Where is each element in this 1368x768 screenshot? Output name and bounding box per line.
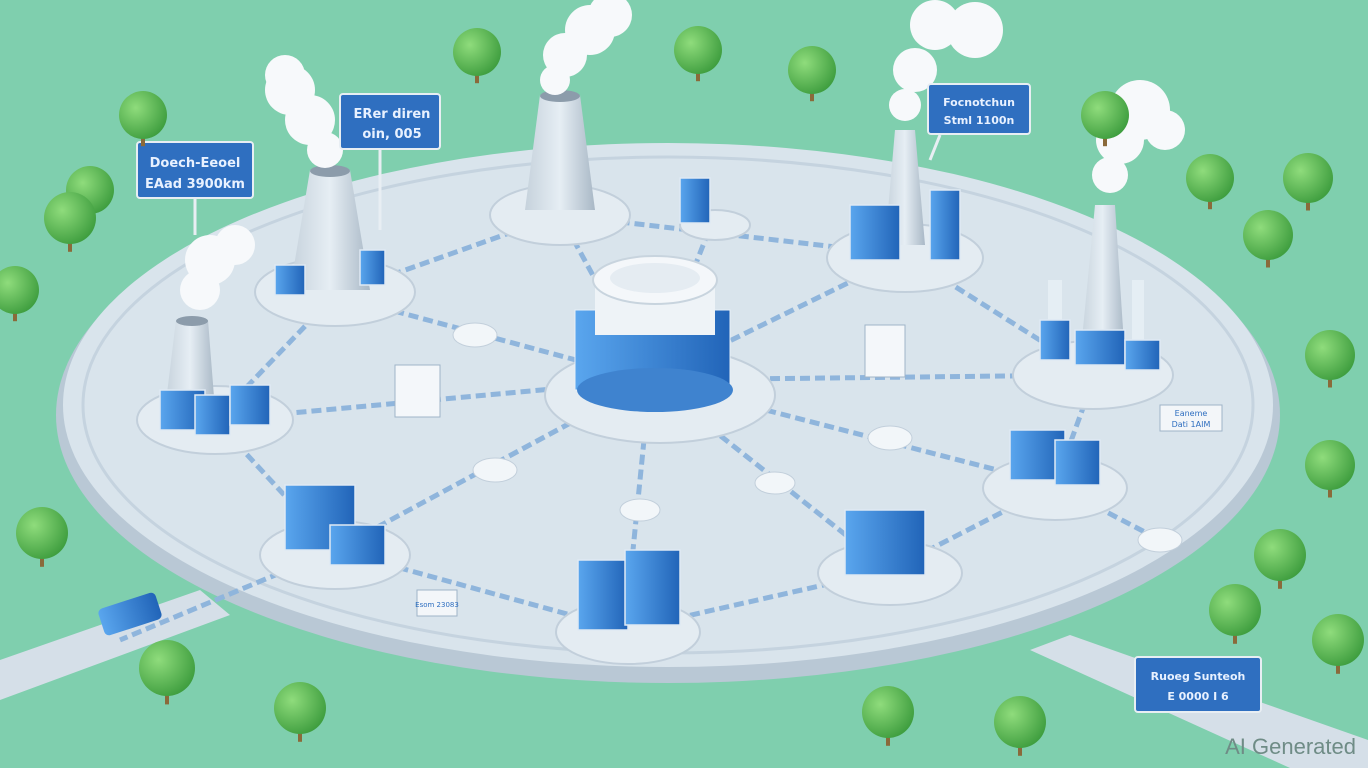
tree [1305, 440, 1355, 498]
road-left [0, 590, 230, 700]
tree [0, 266, 39, 322]
tree [1305, 330, 1355, 388]
tree [44, 192, 96, 252]
truck [98, 592, 162, 636]
tree [788, 46, 836, 102]
sign-top-left: ERer diren oin, 005 [339, 93, 441, 230]
tree [1081, 91, 1129, 147]
sign-text: Dati 1AIM [1172, 420, 1211, 429]
small-hubs [452, 322, 1183, 553]
cooling-towers [165, 90, 1144, 410]
ai-generated-watermark: AI Generated [1225, 734, 1356, 759]
tree [1209, 584, 1261, 644]
tree [994, 696, 1046, 756]
tree [1283, 153, 1333, 211]
tree [274, 682, 326, 742]
tree [1186, 154, 1234, 210]
tree [862, 686, 914, 746]
tree [674, 26, 722, 82]
tree [139, 640, 195, 705]
tree [1243, 210, 1293, 268]
sign-text: EAad 3900km [145, 177, 245, 192]
sign-right-small: Eaneme Dati 1AIM [1159, 404, 1223, 432]
buildings [159, 177, 1161, 631]
info-panel [394, 364, 441, 418]
sign-text: oin, 005 [362, 127, 421, 142]
tree [119, 91, 167, 147]
sign-top-right: Focnotchun Stml 1100n [927, 83, 1031, 161]
sign-text: Eaneme [1175, 409, 1208, 418]
tree [453, 28, 501, 84]
sign-text: Esom 23083 [415, 601, 459, 609]
trees [0, 26, 1364, 756]
smoke-plumes [180, 0, 1185, 310]
sign-text: Ruoeg Sunteoh [1151, 670, 1246, 683]
tree [1254, 529, 1306, 589]
sign-left: Doech-Eeoel EAad 3900km [136, 141, 254, 235]
tree [1312, 614, 1364, 674]
sign-bottom-small: Esom 23083 [415, 589, 459, 617]
sign-text: Focnotchun [943, 96, 1015, 109]
sign-bottom-right: Ruoeg Sunteoh E 0000 I 6 [1134, 656, 1262, 713]
sign-text: Stml 1100n [944, 114, 1015, 127]
central-tank [574, 255, 733, 412]
info-panel [864, 324, 906, 378]
sign-text: ERer diren [354, 107, 431, 122]
tree [16, 507, 68, 567]
sign-text: Doech-Eeoel [150, 156, 241, 171]
sign-text: E 0000 I 6 [1167, 690, 1229, 703]
